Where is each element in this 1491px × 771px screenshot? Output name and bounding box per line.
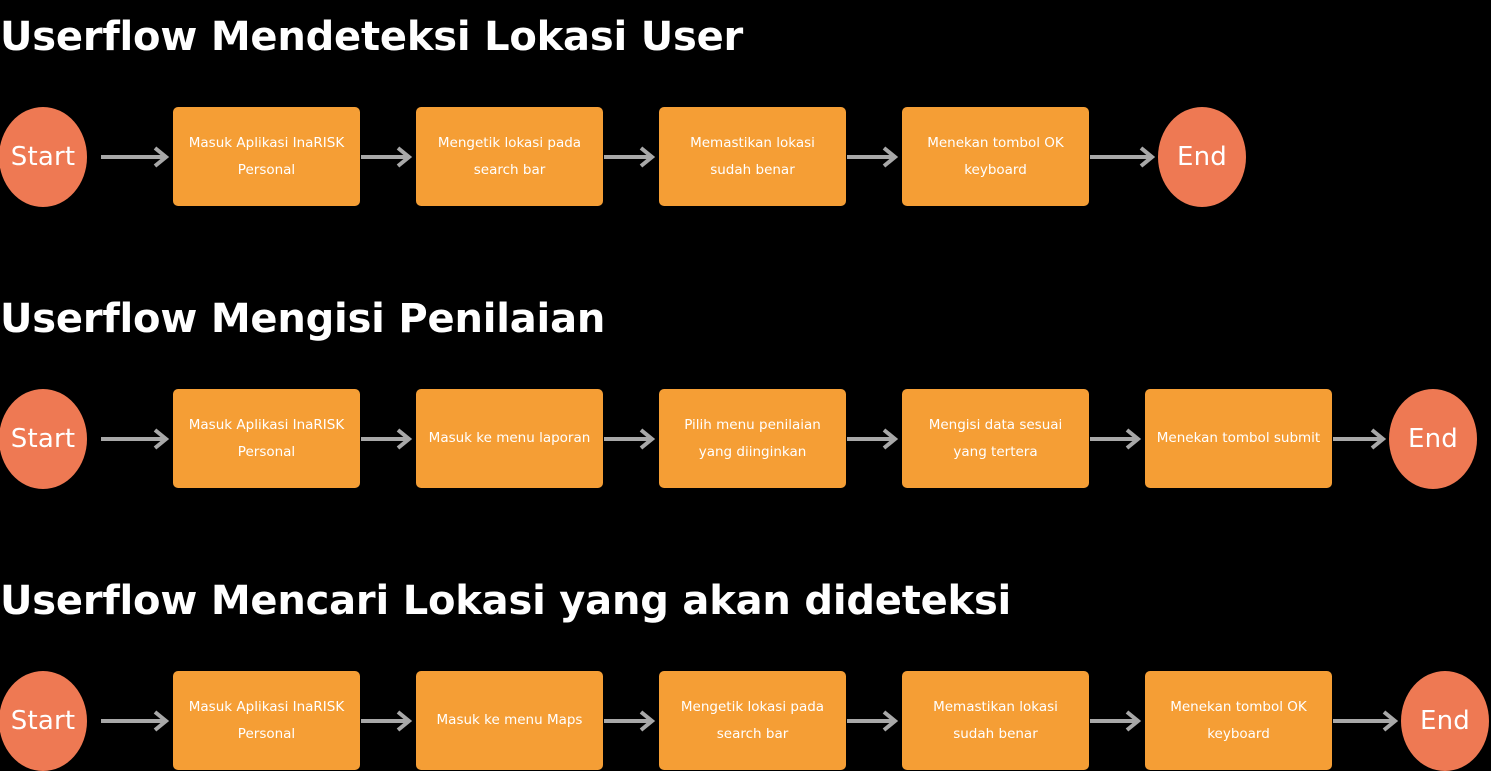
start-node-label: Start — [10, 706, 76, 736]
process-node-label: Mengetik lokasi pada search bar — [680, 698, 825, 742]
start-node-row2[interactable]: Start — [0, 389, 87, 489]
process-node-label: Memastikan lokasi sudah benar — [690, 134, 815, 178]
process-node-label: Pilih menu penilaian yang diinginkan — [684, 416, 821, 460]
process-node-row2-4[interactable]: Mengisi data sesuai yang tertera — [902, 389, 1089, 488]
section-title-2: Userflow Mengisi Penilaian — [0, 296, 606, 342]
process-node-row2-2[interactable]: Masuk ke menu laporan — [416, 389, 603, 488]
process-node-label: Menekan tombol submit — [1156, 430, 1321, 446]
arrow-row2-1 — [101, 389, 172, 489]
start-node-row1[interactable]: Start — [0, 107, 87, 207]
flow-row-3: Start Masuk Aplikasi InaRISK Personal Ma… — [0, 671, 1491, 771]
flow-row-2: Start Masuk Aplikasi InaRISK Personal Ma… — [0, 389, 1491, 489]
process-node-label: Memastikan lokasi sudah benar — [933, 698, 1058, 742]
start-node-label: Start — [10, 424, 76, 454]
arrow-row1-2 — [361, 107, 415, 207]
process-node-label: Masuk Aplikasi InaRISK Personal — [188, 698, 345, 742]
process-node-row1-4[interactable]: Menekan tombol OK keyboard — [902, 107, 1089, 206]
start-node-row3[interactable]: Start — [0, 671, 87, 771]
process-node-row2-3[interactable]: Pilih menu penilaian yang diinginkan — [659, 389, 846, 488]
process-node-label: Mengetik lokasi pada search bar — [437, 134, 582, 178]
arrow-row1-5 — [1090, 107, 1158, 207]
process-node-row2-5[interactable]: Menekan tombol submit — [1145, 389, 1332, 488]
arrow-row3-3 — [604, 671, 658, 771]
process-node-row3-2[interactable]: Masuk ke menu Maps — [416, 671, 603, 770]
process-node-label: Masuk Aplikasi InaRISK Personal — [188, 416, 345, 460]
arrow-row1-3 — [604, 107, 658, 207]
end-node-row1[interactable]: End — [1158, 107, 1246, 207]
process-node-row1-1[interactable]: Masuk Aplikasi InaRISK Personal — [173, 107, 360, 206]
end-node-row3[interactable]: End — [1401, 671, 1489, 771]
arrow-row3-4 — [847, 671, 901, 771]
end-node-row2[interactable]: End — [1389, 389, 1477, 489]
end-node-label: End — [1407, 424, 1458, 454]
process-node-label: Menekan tombol OK keyboard — [1170, 698, 1307, 742]
arrow-row2-6 — [1333, 389, 1389, 489]
end-node-label: End — [1176, 142, 1227, 172]
section-title-1: Userflow Mendeteksi Lokasi User — [0, 14, 744, 60]
arrow-row3-2 — [361, 671, 415, 771]
process-node-label: Masuk Aplikasi InaRISK Personal — [188, 134, 345, 178]
process-node-row3-3[interactable]: Mengetik lokasi pada search bar — [659, 671, 846, 770]
section-title-3: Userflow Mencari Lokasi yang akan didete… — [0, 578, 1012, 624]
end-node-label: End — [1419, 706, 1470, 736]
arrow-row2-5 — [1090, 389, 1144, 489]
arrow-row2-3 — [604, 389, 658, 489]
arrow-row1-4 — [847, 107, 901, 207]
flow-row-1: Start Masuk Aplikasi InaRISK Personal Me… — [0, 107, 1491, 207]
process-node-label: Menekan tombol OK keyboard — [927, 134, 1064, 178]
process-node-row1-3[interactable]: Memastikan lokasi sudah benar — [659, 107, 846, 206]
arrow-row1-1 — [101, 107, 172, 207]
process-node-label: Masuk ke menu laporan — [428, 430, 591, 446]
process-node-label: Mengisi data sesuai yang tertera — [928, 416, 1063, 460]
start-node-label: Start — [10, 142, 76, 172]
process-node-row1-2[interactable]: Mengetik lokasi pada search bar — [416, 107, 603, 206]
arrow-row2-4 — [847, 389, 901, 489]
process-node-label: Masuk ke menu Maps — [436, 712, 583, 728]
process-node-row3-5[interactable]: Menekan tombol OK keyboard — [1145, 671, 1332, 770]
arrow-row3-1 — [101, 671, 172, 771]
process-node-row3-1[interactable]: Masuk Aplikasi InaRISK Personal — [173, 671, 360, 770]
process-node-row2-1[interactable]: Masuk Aplikasi InaRISK Personal — [173, 389, 360, 488]
process-node-row3-4[interactable]: Memastikan lokasi sudah benar — [902, 671, 1089, 770]
arrow-row2-2 — [361, 389, 415, 489]
arrow-row3-5 — [1090, 671, 1144, 771]
arrow-row3-6 — [1333, 671, 1401, 771]
